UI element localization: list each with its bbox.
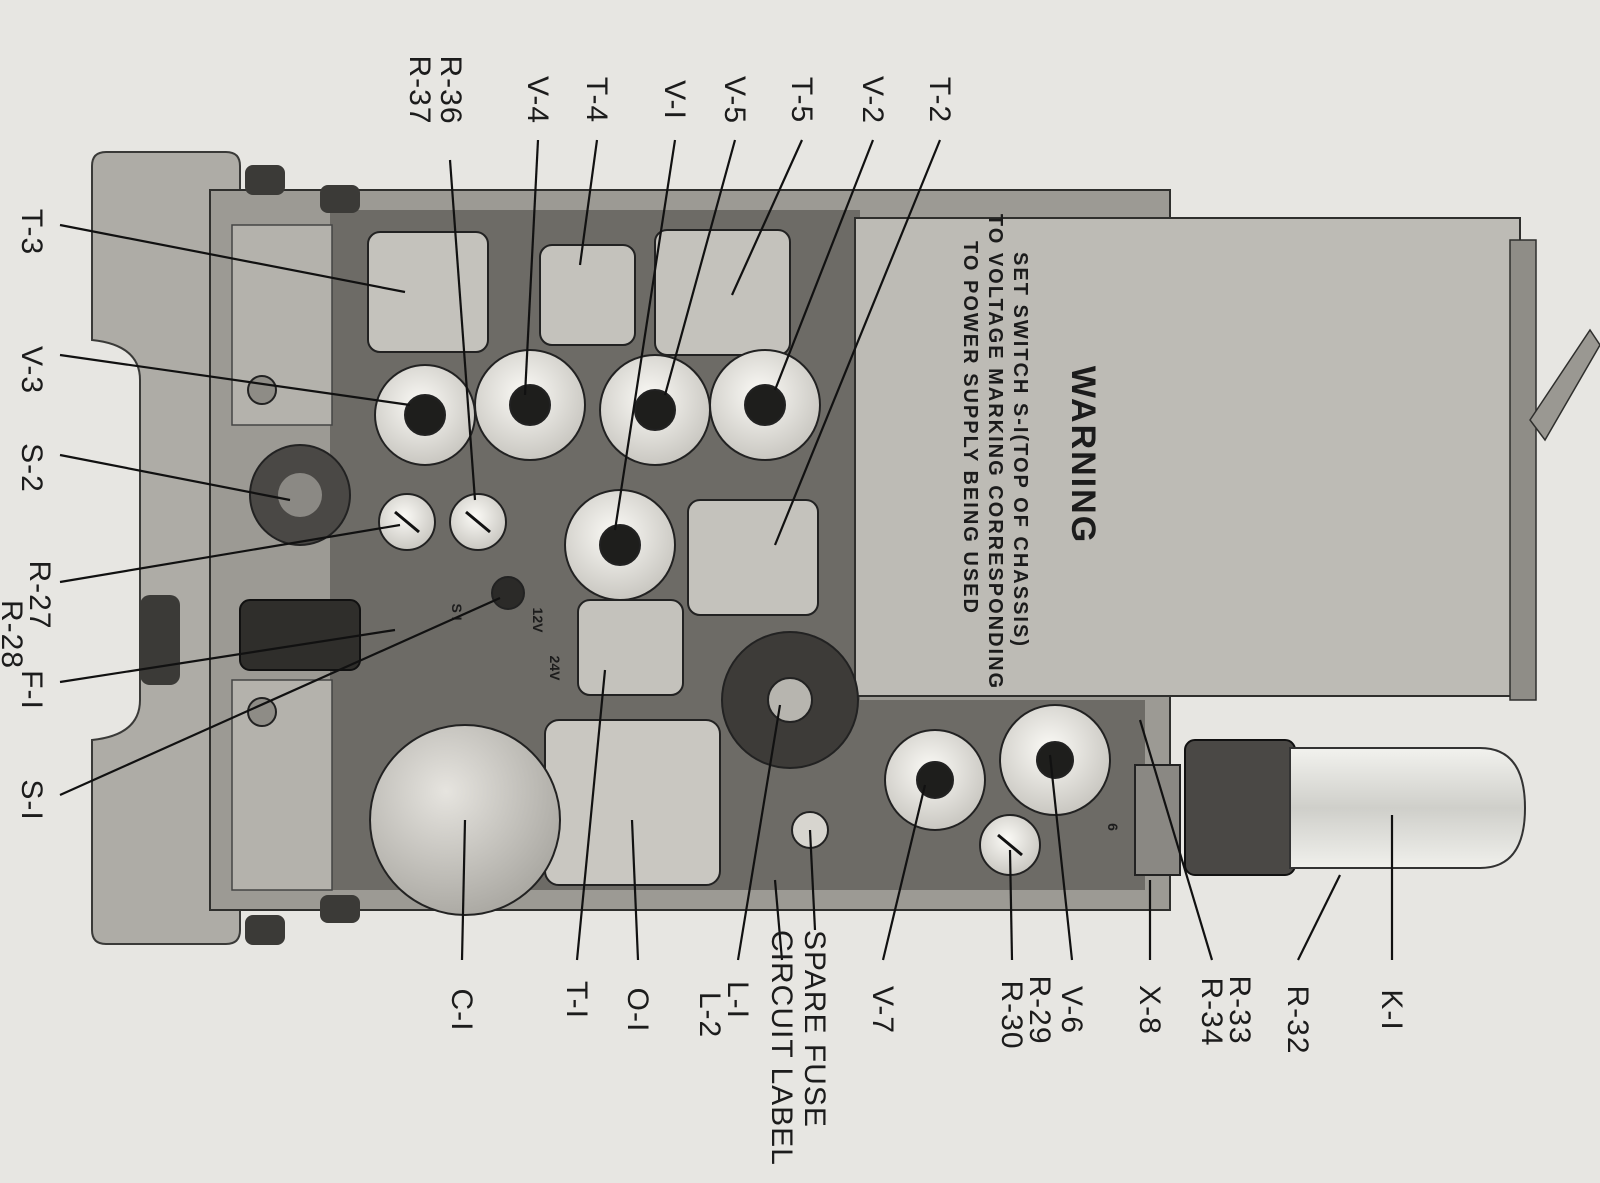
transformer-t5 xyxy=(654,229,791,356)
label-f1: F-I xyxy=(15,670,48,710)
label-spare-fuse: SPARE FUSE xyxy=(798,930,831,1128)
tube-mark: 6 xyxy=(1105,823,1121,831)
transformer-t3 xyxy=(367,231,489,353)
label-t1: T-I xyxy=(560,981,593,1019)
tube-sockets xyxy=(374,349,1111,876)
cover-latch xyxy=(1529,328,1600,442)
label-r28: R-28 xyxy=(0,600,28,669)
label-k1: K-I xyxy=(1375,989,1408,1030)
label-t2: T-2 xyxy=(923,77,956,123)
label-t4: T-4 xyxy=(580,77,613,123)
leader-lines xyxy=(59,139,1394,961)
label-r33: R-33 xyxy=(1223,975,1256,1044)
callout-labels: R-36 R-37 V-4 T-4 V-I V-5 T-5 V-2 T-2 T-… xyxy=(0,55,1408,1165)
switch-s2 xyxy=(249,444,351,546)
warning-line-1: SET SWITCH S-I(TOP OF CHASSIS) xyxy=(1009,252,1031,648)
label-r29: R-29 xyxy=(1023,975,1056,1044)
warning-cover: WARNING SET SWITCH S-I(TOP OF CHASSIS) T… xyxy=(854,214,1600,701)
label-r36: R-36 xyxy=(434,55,467,124)
tube-k1 xyxy=(1184,739,1527,876)
label-r34: R-34 xyxy=(1195,977,1228,1046)
corner-fasteners xyxy=(245,165,360,945)
front-panel xyxy=(91,151,241,945)
fuse-f1 xyxy=(239,599,361,671)
label-r37: R-37 xyxy=(403,55,436,124)
warning-title: WARNING xyxy=(1064,366,1102,544)
label-v2: V-2 xyxy=(856,76,889,124)
switch-s1-knob xyxy=(491,576,525,610)
component-o1 xyxy=(544,719,721,886)
transformer-t4 xyxy=(539,244,636,346)
label-t3: T-3 xyxy=(15,209,48,255)
label-v1: V-I xyxy=(658,80,691,120)
label-l2: L-2 xyxy=(693,992,726,1038)
label-o1: O-I xyxy=(621,988,654,1033)
label-r30: R-30 xyxy=(995,980,1028,1049)
label-r27: R-27 xyxy=(23,560,56,629)
label-s2: S-2 xyxy=(15,443,48,493)
label-v4: V-4 xyxy=(521,76,554,124)
warning-line-2: TO VOLTAGE MARKING CORRESPONDING xyxy=(984,214,1006,690)
screw-icon xyxy=(247,375,277,405)
screw-icon xyxy=(247,697,277,727)
socket-x8 xyxy=(1134,764,1181,876)
label-r32: R-32 xyxy=(1281,985,1314,1054)
front-knob xyxy=(140,595,180,685)
label-t5: T-5 xyxy=(785,77,818,123)
label-v5: V-5 xyxy=(718,76,751,124)
label-v6: V-6 xyxy=(1055,986,1088,1034)
label-l1: L-I xyxy=(721,981,754,1019)
transformer-t1 xyxy=(577,599,684,696)
label-v7: V-7 xyxy=(866,986,899,1034)
label-x8: X-8 xyxy=(1133,985,1166,1035)
voltage-12v-mark: 12V xyxy=(530,608,546,634)
label-v3: V-3 xyxy=(15,346,48,394)
label-c1: C-I xyxy=(445,989,478,1032)
warning-line-3: TO POWER SUPPLY BEING USED xyxy=(959,241,981,615)
voltage-24v-mark: 24V xyxy=(547,656,563,682)
bracket-top xyxy=(231,224,333,426)
label-circuit-label: CIRCUIT LABEL xyxy=(765,930,798,1166)
transformer-t2 xyxy=(687,499,819,616)
label-s1: S-I xyxy=(15,779,48,820)
